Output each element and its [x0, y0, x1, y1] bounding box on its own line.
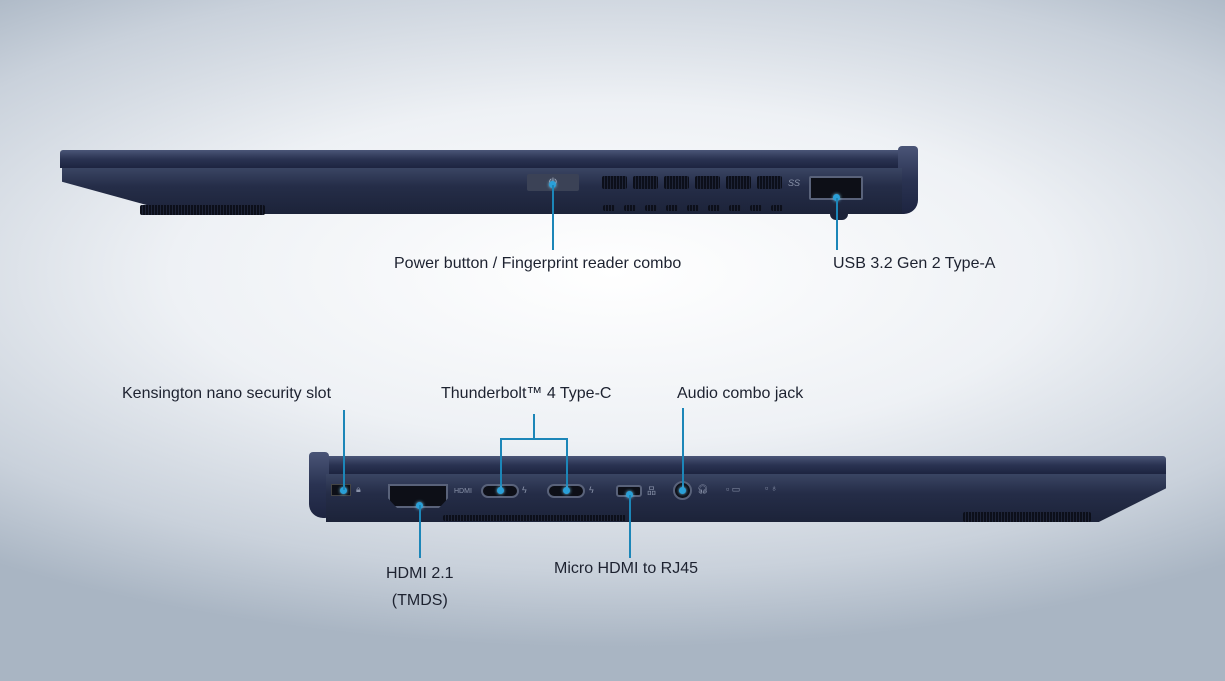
power-callout-line: [552, 185, 554, 250]
network-icon: 品: [647, 486, 657, 496]
bottom-vent: [963, 512, 1091, 522]
vent-slot: [633, 176, 658, 189]
vent-slot: [726, 176, 751, 189]
battery-led-icon: ▫ ▭: [726, 484, 741, 494]
hdmi-label-line-1: HDMI 2.1: [386, 565, 454, 582]
micro-hdmi-label: Micro HDMI to RJ45: [554, 560, 699, 577]
power-led-icon: ▫ ♁: [765, 483, 778, 493]
thunderbolt-bracket: [500, 438, 568, 440]
vent-slot: [624, 205, 636, 211]
hdmi-marking: HDMI: [454, 488, 472, 495]
vent-slot: [687, 205, 699, 211]
thunderbolt-callout-dot-2: [563, 487, 570, 494]
foot: [830, 212, 848, 220]
vent-slot: [771, 205, 783, 211]
vent-slot: [602, 176, 627, 189]
usb-ss-logo: SS: [788, 178, 801, 188]
thunderbolt-label: Thunderbolt™ 4 Type-C: [441, 385, 612, 402]
bottom-vent: [140, 205, 265, 215]
vent-slot: [757, 176, 782, 189]
headset-icon: 🎧︎: [697, 484, 709, 494]
vent-slot: [695, 176, 720, 189]
micro-hdmi-callout-line: [629, 495, 631, 558]
hinge: [309, 452, 329, 518]
power-callout-dot: [549, 181, 556, 188]
vent-slot: [708, 205, 720, 211]
hdmi-label: HDMI 2.1 (TMDS): [386, 560, 454, 614]
thunderbolt-callout-dot-1: [497, 487, 504, 494]
audio-callout-dot: [679, 487, 686, 494]
thunderbolt-icon: ϟ: [589, 485, 594, 495]
usb-callout-dot: [833, 194, 840, 201]
micro-hdmi-callout-dot: [626, 491, 633, 498]
lid: [60, 150, 910, 168]
audio-label: Audio combo jack: [677, 385, 804, 402]
audio-callout-line: [682, 408, 684, 490]
side-vent: [443, 515, 626, 521]
hdmi-label-line-2: (TMDS): [391, 592, 448, 609]
usb-label: USB 3.2 Gen 2 Type-A: [833, 255, 996, 272]
kensington-callout-dot: [340, 487, 347, 494]
vent-slot: [664, 176, 689, 189]
vent-slot: [750, 205, 762, 211]
vent-slot: [645, 205, 657, 211]
vent-slot: [729, 205, 741, 211]
hinge: [898, 146, 918, 214]
kensington-callout-line: [343, 410, 345, 490]
hdmi-callout-line: [419, 505, 421, 558]
vent-slot: [603, 205, 615, 211]
lock-icon: 🔒︎: [356, 484, 361, 494]
kensington-label: Kensington nano security slot: [122, 385, 332, 402]
lid: [318, 456, 1166, 474]
thunderbolt-callout-line-2: [566, 438, 568, 490]
thunderbolt-callout-line-1: [500, 438, 502, 490]
thunderbolt-icon: ϟ: [522, 485, 527, 495]
vent-grille: [602, 176, 782, 189]
vent-slot: [666, 205, 678, 211]
thunderbolt-callout-stem: [533, 414, 535, 439]
power-button-label: Power button / Fingerprint reader combo: [394, 255, 682, 272]
usb-callout-line: [836, 198, 838, 250]
lower-vent-grille: [603, 205, 783, 211]
